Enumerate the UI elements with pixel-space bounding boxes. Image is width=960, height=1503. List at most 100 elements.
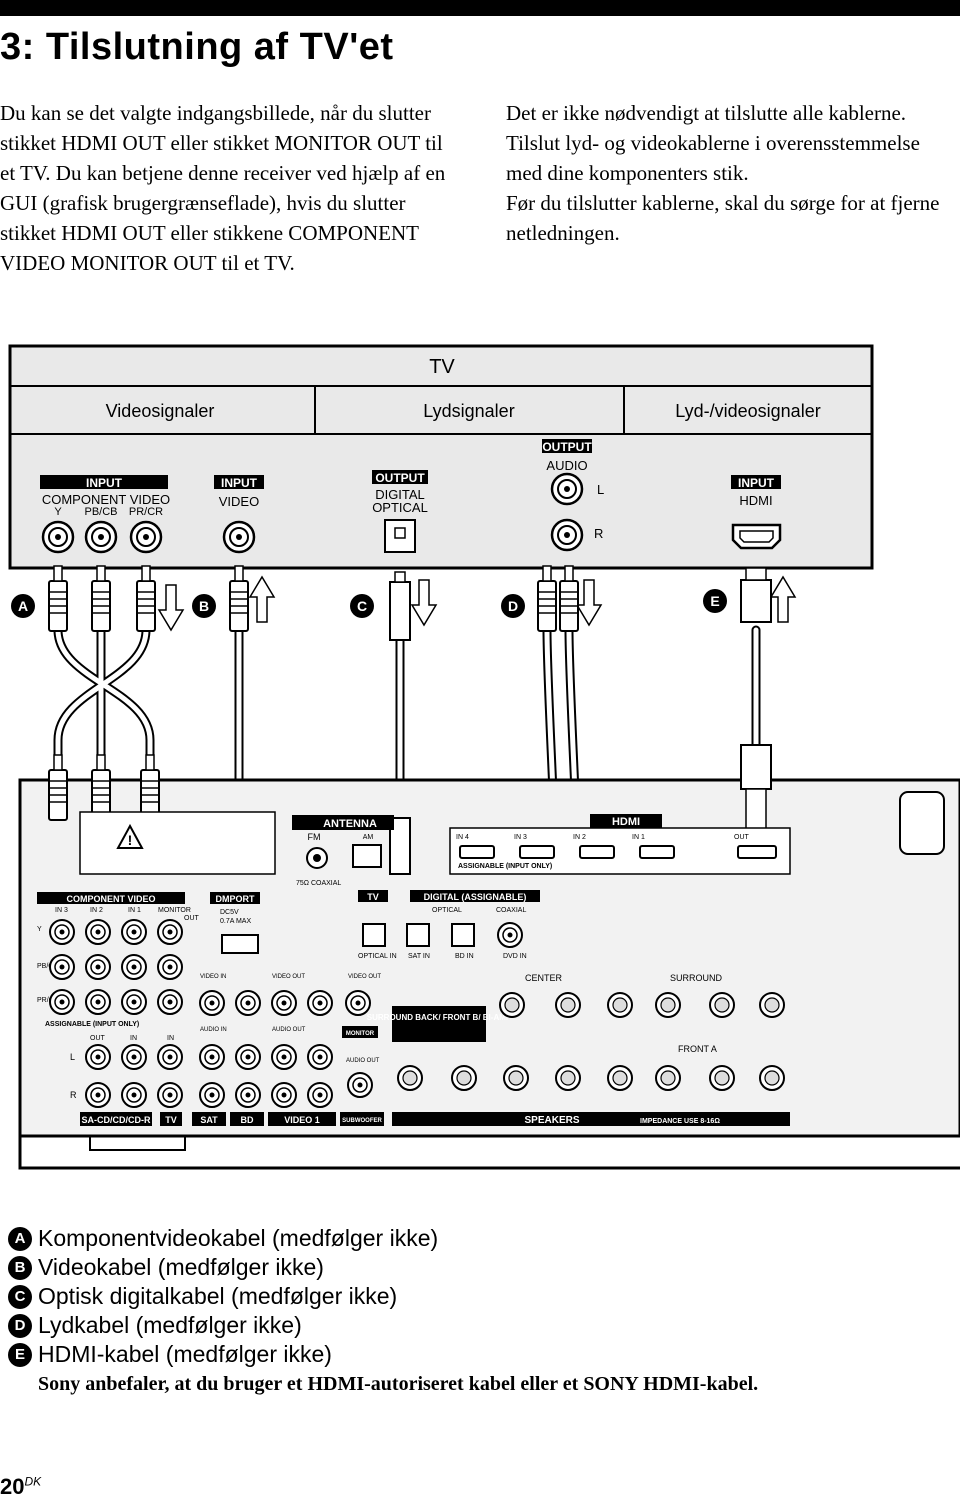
dvd-in-label: DVD IN — [503, 953, 527, 960]
jack-in-label: IN — [130, 1035, 137, 1042]
legend-text: Lydkabel (medfølger ikke) — [38, 1312, 302, 1338]
cv-out-label: OUT — [184, 915, 200, 922]
connection-diagram: TV Videosignaler Lydsignaler Lyd-/videos… — [8, 344, 960, 1170]
tv-audio-l: L — [597, 482, 604, 497]
svg-text:A: A — [18, 598, 28, 614]
impedance-label: IMPEDANCE USE 8-16Ω — [640, 1118, 720, 1125]
bottom-subwoofer-label: SUBWOOFER — [342, 1118, 382, 1124]
legend-item: D Lydkabel (medfølger ikke) — [8, 1311, 438, 1340]
legend-letter-badge: C — [8, 1284, 32, 1309]
cable-letter-a: A — [11, 594, 35, 618]
legend-letter-badge: E — [8, 1342, 32, 1367]
bottom-sacd-label: SA-CD/CD/CD-R — [82, 1115, 151, 1125]
cable-letter-c: C — [350, 594, 374, 618]
hdmi-recommendation-note: Sony anbefaler, at du bruger et HDMI-aut… — [38, 1373, 759, 1395]
hdmi-in2-label: IN 2 — [573, 834, 586, 841]
cable-letter-d: D — [501, 594, 525, 618]
tv-label: TV — [429, 356, 455, 378]
hdmi-in4-label: IN 4 — [456, 834, 469, 841]
cv-monitor-label: MONITOR — [158, 907, 191, 914]
antenna-coaxial-label: 75Ω COAXIAL — [296, 880, 341, 887]
legend-text: HDMI-kabel (medfølger ikke) — [38, 1341, 332, 1367]
cv-assignable-label: ASSIGNABLE (INPUT ONLY) — [45, 1021, 139, 1028]
digital-optical-label: OPTICAL — [432, 907, 462, 914]
tv-optical-line1: DIGITAL — [375, 487, 425, 502]
jack-l-label: L — [70, 1052, 75, 1062]
cv-in1-label: IN 1 — [128, 907, 141, 914]
digital-assignable-label: DIGITAL (ASSIGNABLE) — [424, 892, 527, 902]
tv-video-header: INPUT — [221, 476, 258, 490]
legend-letter-badge: B — [8, 1255, 32, 1280]
signal-arrow-down — [575, 579, 603, 627]
front-a-label: FRONT A — [678, 1044, 717, 1054]
cv-pb-label: PB/CB — [37, 963, 58, 970]
hdmi-in3-label: IN 3 — [514, 834, 527, 841]
svg-text:C: C — [357, 598, 367, 614]
tv-video-label: VIDEO — [219, 494, 259, 509]
tv-component-y: Y — [54, 506, 62, 518]
video-out-label: VIDEO OUT — [348, 974, 381, 980]
legend-item: A Komponentvideokabel (medfølger ikke) — [8, 1224, 438, 1253]
cv-in2-label: IN 2 — [90, 907, 103, 914]
hdmi-assignable-label: ASSIGNABLE (INPUT ONLY) — [458, 863, 552, 870]
signal-arrow-down — [157, 584, 185, 632]
legend-item: B Videokabel (medfølger ikke) — [8, 1253, 438, 1282]
tv-audio-label: AUDIO — [546, 458, 587, 473]
svg-text:D: D — [508, 598, 518, 614]
section-av-signals: Lyd-/videosignaler — [675, 401, 820, 421]
page-number-value: 20 — [0, 1474, 25, 1499]
am-label: AM — [363, 834, 374, 841]
jack-out-label: OUT — [90, 1035, 106, 1042]
signal-arrow-up — [769, 575, 797, 623]
tv-audio-header: OUTPUT — [542, 440, 592, 454]
cable-letter-e: E — [703, 589, 727, 613]
legend-letter-badge: A — [8, 1226, 32, 1251]
tv-component-pb: PB/CB — [84, 506, 117, 518]
hdmi-in1-label: IN 1 — [632, 834, 645, 841]
page-language-suffix: DK — [24, 1474, 42, 1489]
bottom-video1-label: VIDEO 1 — [284, 1115, 320, 1125]
jack-in-label: IN — [167, 1035, 174, 1042]
page-title: 3: Tilslutning af TV'et — [0, 26, 394, 68]
digital-tv-label: TV — [367, 892, 379, 902]
bottom-tv-label: TV — [165, 1115, 177, 1125]
video-out-label: VIDEO OUT — [272, 974, 305, 980]
intro-paragraph: Før du tilslutter kablerne, skal du sørg… — [506, 191, 940, 245]
dmport-max: 0.7A MAX — [220, 918, 251, 925]
legend-text: Videokabel (medfølger ikke) — [38, 1254, 324, 1280]
video-in-label: VIDEO IN — [200, 974, 226, 980]
tv-component-label: COMPONENT VIDEO — [42, 492, 170, 507]
tv-optical-header: OUTPUT — [375, 471, 425, 485]
cv-y-label: Y — [37, 926, 42, 933]
bd-in-label: BD IN — [455, 953, 474, 960]
tv-hdmi-header: INPUT — [738, 476, 775, 490]
svg-text:!: ! — [128, 832, 133, 848]
audio-out-label: AUDIO OUT — [272, 1027, 306, 1033]
audio-in-label: AUDIO IN — [200, 1027, 227, 1033]
surround-label: SURROUND — [670, 973, 723, 983]
tv-component-header: INPUT — [86, 476, 123, 490]
monitor-label: MONITOR — [346, 1031, 375, 1037]
tv-hdmi-label: HDMI — [739, 493, 772, 508]
center-label: CENTER — [525, 973, 563, 983]
intro-left-text: Du kan se det valgte indgangsbillede, nå… — [0, 101, 446, 275]
signal-arrow-down — [410, 579, 438, 627]
signal-arrow-up — [248, 575, 276, 623]
audio-out-label: AUDIO OUT — [346, 1058, 380, 1064]
cable-letter-b: B — [192, 594, 216, 618]
section-audio-signals: Lydsignaler — [423, 401, 514, 421]
intro-right-text: Det er ikke nødvendigt at tilslutte alle… — [506, 98, 956, 248]
svg-text:B: B — [199, 598, 209, 614]
bottom-sat-label: SAT — [200, 1115, 218, 1125]
tv-audio-r: R — [594, 526, 603, 541]
bottom-bd-label: BD — [241, 1115, 254, 1125]
legend-item: E HDMI-kabel (medfølger ikke) — [8, 1340, 438, 1369]
section-video-signals: Videosignaler — [106, 401, 215, 421]
legend-item: C Optisk digitalkabel (medfølger ikke) — [8, 1282, 438, 1311]
cv-in3-label: IN 3 — [55, 907, 68, 914]
antenna-label: ANTENNA — [323, 818, 377, 830]
sat-in-label: SAT IN — [408, 953, 430, 960]
hdmi-out-label: OUT — [734, 834, 750, 841]
intro-paragraph: Det er ikke nødvendigt at tilslutte alle… — [506, 101, 907, 125]
fm-label: FM — [308, 832, 321, 842]
